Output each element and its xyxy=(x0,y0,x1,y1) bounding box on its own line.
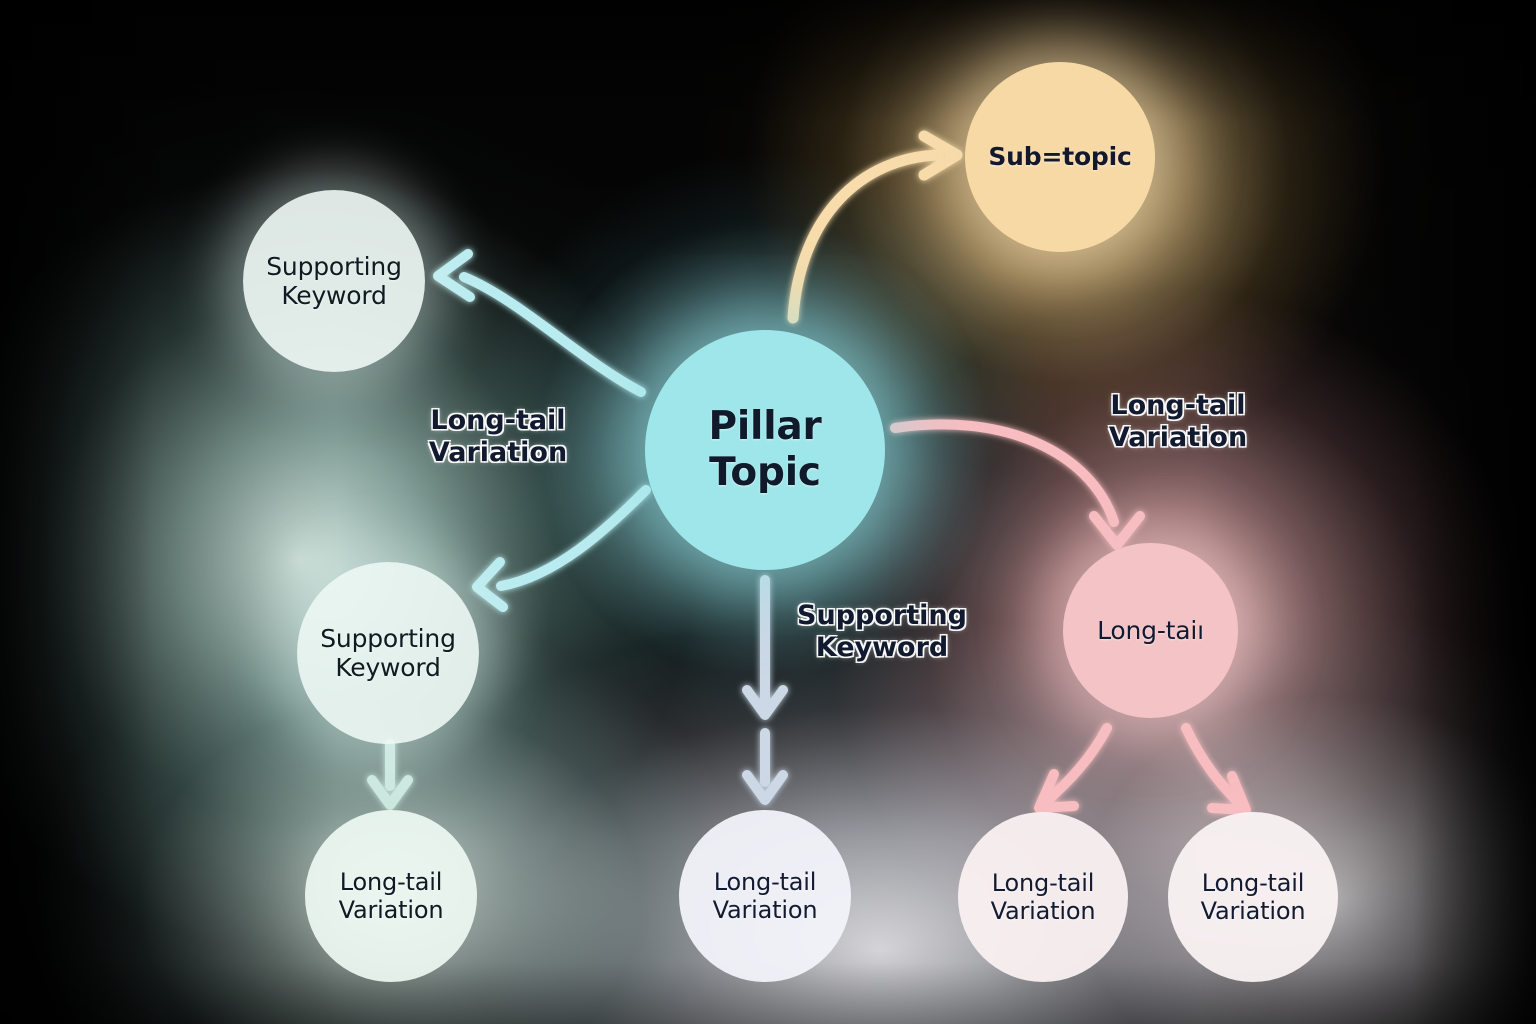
node-sub-topic-label: Sub=topic xyxy=(988,142,1132,172)
edge-pillar-to-support-1 xyxy=(433,249,646,397)
edge-label-supporting-keyword-mid: Supporting Keyword xyxy=(797,600,967,664)
node-supporting-keyword-2[interactable]: Supporting Keyword xyxy=(297,562,479,744)
edge-pillar-to-support-2 xyxy=(472,485,651,612)
edge-pillar-to-subtopic xyxy=(787,130,963,324)
node-long-tail-variation-2-label: Long-tail Variation xyxy=(712,867,818,924)
node-long-tail-variation-3-label: Long-tail Variation xyxy=(990,868,1096,925)
edge-pillar-to-longtail-hub xyxy=(890,419,1145,550)
node-pillar-topic-label: Pillar Topic xyxy=(708,403,822,495)
node-long-tail-variation-1[interactable]: Long-tail Variation xyxy=(305,810,477,982)
node-long-tail-hub[interactable]: Long-taiı xyxy=(1063,543,1238,718)
node-long-tail-variation-3[interactable]: Long-tail Variation xyxy=(958,812,1128,982)
edge-longtail-hub-to-leaf-3 xyxy=(1034,723,1112,813)
node-long-tail-variation-4[interactable]: Long-tail Variation xyxy=(1168,812,1338,982)
node-pillar-topic[interactable]: Pillar Topic xyxy=(645,330,885,570)
node-sub-topic[interactable]: Sub=topic xyxy=(965,62,1155,252)
node-long-tail-variation-1-label: Long-tail Variation xyxy=(338,867,444,924)
edge-label-long-tail-variation-left: Long-tail Variation xyxy=(428,405,568,469)
node-long-tail-hub-label: Long-taiı xyxy=(1097,615,1204,645)
node-supporting-keyword-1[interactable]: Supporting Keyword xyxy=(243,190,425,372)
node-supporting-keyword-1-label: Supporting Keyword xyxy=(266,251,402,311)
edge-longtail-hub-to-leaf-4 xyxy=(1181,723,1251,815)
node-supporting-keyword-2-label: Supporting Keyword xyxy=(320,623,456,683)
edge-support-2-to-leaf-1 xyxy=(367,739,413,810)
edge-pillar-to-leaf-2 xyxy=(742,575,788,805)
node-long-tail-variation-4-label: Long-tail Variation xyxy=(1200,868,1306,925)
node-long-tail-variation-2[interactable]: Long-tail Variation xyxy=(679,810,851,982)
edge-label-long-tail-variation-right: Long-tail Variation xyxy=(1108,390,1248,454)
